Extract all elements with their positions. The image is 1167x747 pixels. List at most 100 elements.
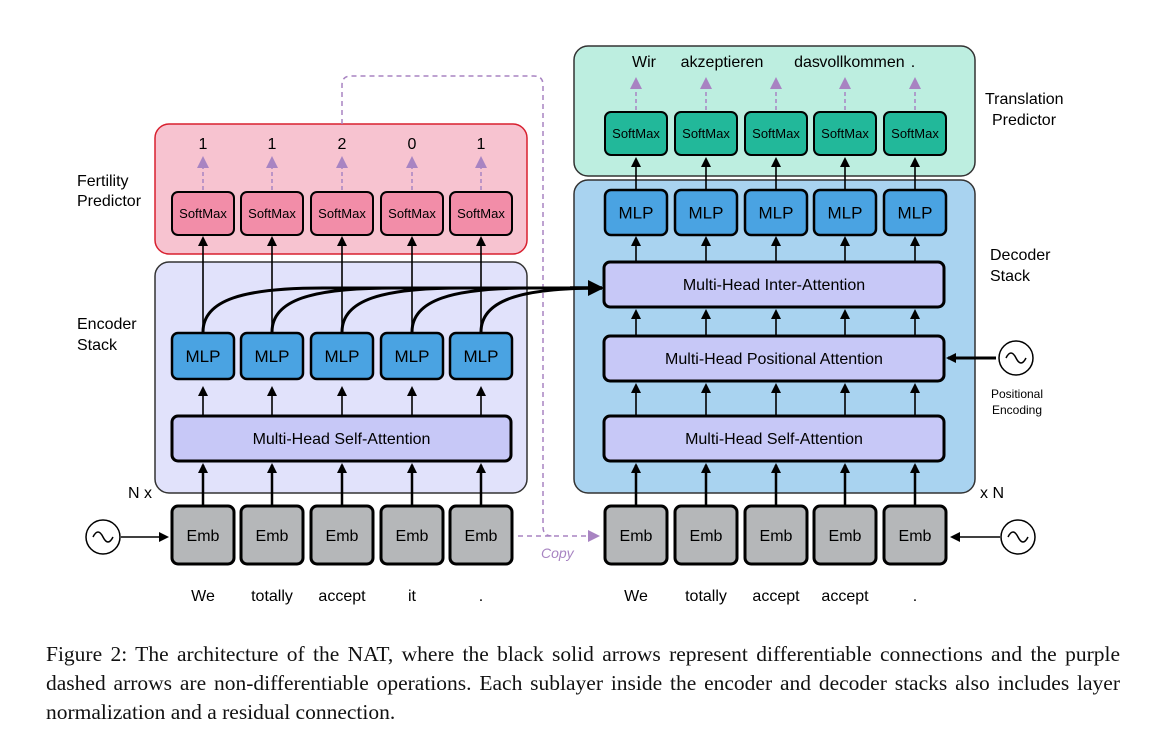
decoder-mlp-box xyxy=(743,188,809,237)
positional-encoding-label-line2: Encoding xyxy=(992,403,1042,417)
positional-encoding-label-line1: Positional xyxy=(991,387,1043,401)
decoder-input-token: accept xyxy=(821,588,869,605)
encoder-mlp-box xyxy=(448,331,514,381)
decoder-repeat-label: x N xyxy=(980,485,1004,502)
fertility-label-line2: Predictor xyxy=(77,193,142,210)
fertility-value: 1 xyxy=(477,136,486,153)
encoder-to-inter-attention-curve xyxy=(340,286,600,333)
encoder-emb-box xyxy=(239,504,305,566)
encoder-positional-sine-icon xyxy=(85,519,121,555)
encoder-emb-box xyxy=(379,504,445,566)
encoder-emb-box-label: Emb xyxy=(326,528,359,545)
fertility-softmax-box-label: SoftMax xyxy=(179,206,227,221)
decoder-mlp-box xyxy=(812,188,878,237)
encoder-input-token: . xyxy=(479,588,483,605)
fertility-value: 0 xyxy=(408,136,417,153)
fertility-value: 2 xyxy=(338,136,347,153)
decoder-emb-box xyxy=(882,504,948,566)
encoder-mlp-box-label: MLP xyxy=(464,347,499,366)
decoder-positional-attention-box xyxy=(602,334,946,383)
translation-softmax-box-label: SoftMax xyxy=(752,126,800,141)
decoder-mlp-box-label: MLP xyxy=(898,204,933,223)
fertility-softmax-box xyxy=(240,191,304,236)
decoder-positional-sine-icon xyxy=(1000,519,1036,555)
decoder-mlp-box-label: MLP xyxy=(759,204,794,223)
fertility-softmax-box-label: SoftMax xyxy=(457,206,505,221)
encoder-mlp-box xyxy=(170,331,236,381)
translation-softmax-box-label: SoftMax xyxy=(682,126,730,141)
translation-softmax-box xyxy=(604,111,668,156)
decoder-self-attention-label: Multi-Head Self-Attention xyxy=(685,431,863,448)
encoder-self-attention-box xyxy=(170,414,513,463)
decoder-emb-box xyxy=(743,504,809,566)
encoder-label-line1: Encoder xyxy=(77,316,137,333)
translation-output-word: vollkommen xyxy=(819,54,904,71)
encoder-emb-box xyxy=(448,504,514,566)
fertility-value: 1 xyxy=(268,136,277,153)
translation-softmax-box xyxy=(744,111,808,156)
encoder-mlp-box-label: MLP xyxy=(186,347,221,366)
encoder-mlp-box xyxy=(309,331,375,381)
translation-output-word: Wir xyxy=(632,54,657,71)
decoder-label-line2: Stack xyxy=(990,268,1031,285)
translation-softmax-box xyxy=(813,111,877,156)
decoder-emb-box xyxy=(673,504,739,566)
decoder-mlp-box xyxy=(673,188,739,237)
fertility-softmax-box xyxy=(171,191,235,236)
decoder-input-token: We xyxy=(624,588,648,605)
positional-encoding-sine-icon xyxy=(998,340,1034,376)
encoder-mlp-box-label: MLP xyxy=(395,347,430,366)
fertility-softmax-box-label: SoftMax xyxy=(318,206,366,221)
encoder-to-inter-attention-curve xyxy=(410,286,600,333)
encoder-emb-box xyxy=(309,504,375,566)
fertility-softmax-box-label: SoftMax xyxy=(388,206,436,221)
decoder-mlp-box xyxy=(882,188,948,237)
encoder-mlp-box-label: MLP xyxy=(255,347,290,366)
encoder-input-token: accept xyxy=(318,588,366,605)
encoder-emb-box xyxy=(170,504,236,566)
encoder-repeat-label: N x xyxy=(128,485,152,502)
fertility-softmax-box xyxy=(449,191,513,236)
translation-softmax-box-label: SoftMax xyxy=(891,126,939,141)
decoder-positional-attention-label: Multi-Head Positional Attention xyxy=(665,351,883,368)
decoder-emb-box xyxy=(812,504,878,566)
translation-label-line2: Predictor xyxy=(992,112,1057,129)
translation-softmax-box xyxy=(674,111,738,156)
encoder-input-token: We xyxy=(191,588,215,605)
fertility-route-arrow xyxy=(341,75,553,537)
decoder-mlp-box-label: MLP xyxy=(619,204,654,223)
translation-output-word: akzeptieren xyxy=(681,54,764,71)
decoder-emb-box-label: Emb xyxy=(829,528,862,545)
decoder-label-line1: Decoder xyxy=(990,247,1051,264)
encoder-emb-box-label: Emb xyxy=(256,528,289,545)
decoder-emb-box-label: Emb xyxy=(690,528,723,545)
decoder-inter-attention-label: Multi-Head Inter-Attention xyxy=(683,277,865,294)
encoder-to-inter-attention-curve xyxy=(270,286,600,333)
fertility-softmax-box xyxy=(380,191,444,236)
fertility-softmax-box xyxy=(310,191,374,236)
encoder-mlp-box xyxy=(239,331,305,381)
fertility-label-line1: Fertility xyxy=(77,173,129,190)
decoder-mlp-box-label: MLP xyxy=(689,204,724,223)
copy-label: Copy xyxy=(541,545,575,561)
fertility-softmax-box-label: SoftMax xyxy=(248,206,296,221)
translation-softmax-box-label: SoftMax xyxy=(612,126,660,141)
encoder-input-token: it xyxy=(408,588,417,605)
encoder-mlp-box-label: MLP xyxy=(325,347,360,366)
nat-architecture-diagram: Fertility Predictor Encoder Stack N x Tr… xyxy=(77,45,1064,605)
decoder-emb-box-label: Emb xyxy=(760,528,793,545)
figure-caption: Figure 2: The architecture of the NAT, w… xyxy=(46,642,1120,724)
translation-output-word: . xyxy=(911,54,915,71)
encoder-self-attention-label: Multi-Head Self-Attention xyxy=(253,431,431,448)
translation-label-line1: Translation xyxy=(985,91,1064,108)
encoder-emb-box-label: Emb xyxy=(465,528,498,545)
decoder-mlp-box xyxy=(603,188,669,237)
decoder-input-token: accept xyxy=(752,588,800,605)
encoder-mlp-box xyxy=(379,331,445,381)
decoder-emb-box-label: Emb xyxy=(899,528,932,545)
translation-softmax-box xyxy=(883,111,947,156)
decoder-inter-attention-box xyxy=(602,260,946,309)
fertility-value: 1 xyxy=(199,136,208,153)
encoder-input-token: totally xyxy=(251,588,293,605)
encoder-emb-box-label: Emb xyxy=(396,528,429,545)
